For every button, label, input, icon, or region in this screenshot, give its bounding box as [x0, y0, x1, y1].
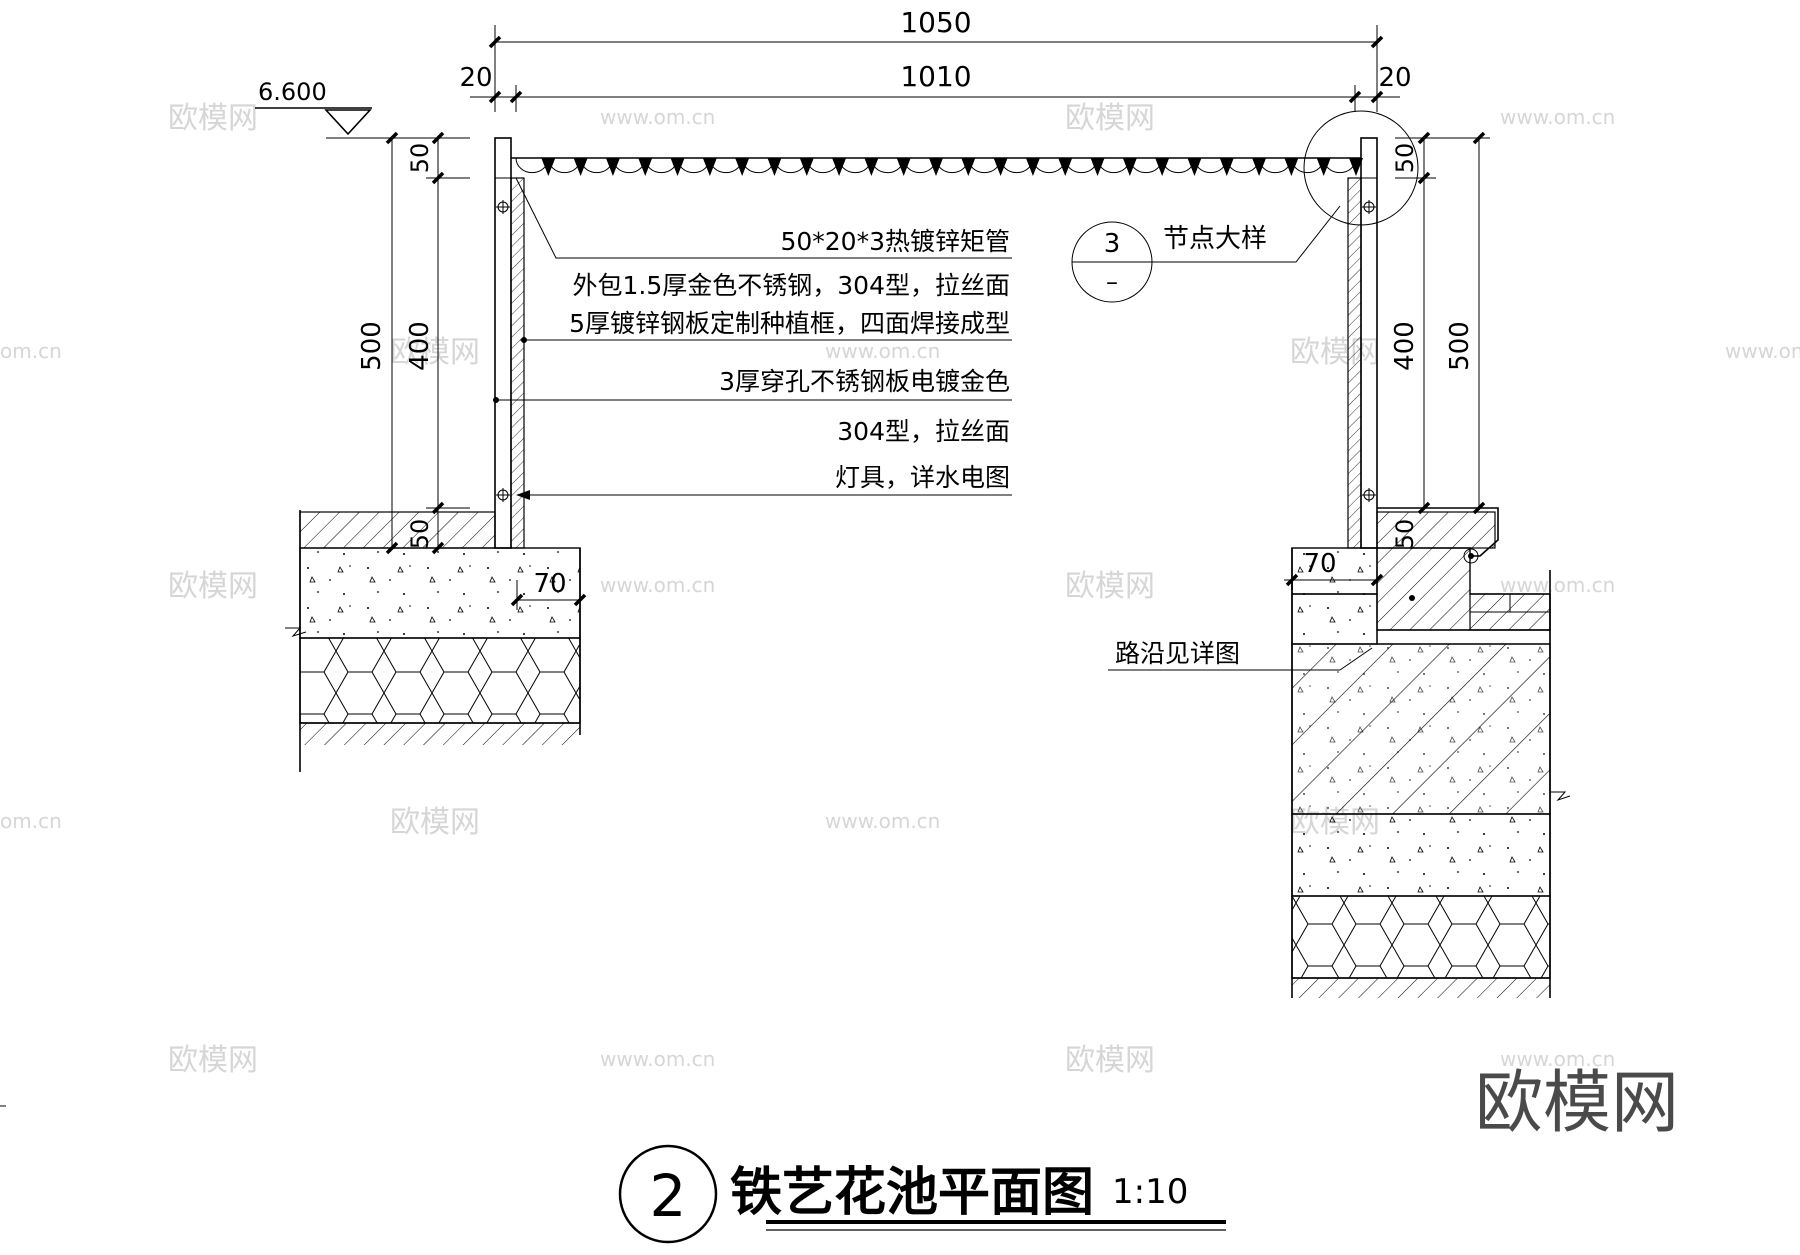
inner-width-dimension: 1010 [900, 60, 971, 93]
top-cap-plate [511, 157, 1363, 176]
watermark-site: www.om.cn [1500, 1047, 1615, 1071]
watermark-site: www.om.cn [600, 1047, 715, 1071]
left-setback-dimension: 70 [533, 569, 566, 599]
note-frame: 5厚镀锌钢板定制种植框，四面焊接成型 [569, 309, 1010, 338]
detail-label: 节点大样 [1163, 224, 1267, 254]
watermark-site: www.om.cn [825, 809, 940, 833]
note-tube: 50*20*3热镀锌矩管 [780, 227, 1010, 256]
overall-width-dimension: 1050 [900, 6, 971, 39]
left-mid-height: 400 [405, 321, 435, 371]
title-name: 铁艺花池平面图 [730, 1163, 1094, 1223]
detail-number: 3 [1104, 229, 1121, 259]
watermark-site: www.om.cn [1725, 339, 1800, 363]
note-curb: 路沿见详图 [1115, 639, 1240, 668]
left-planter-wall [494, 137, 525, 549]
watermark-brand: 欧模网 [390, 805, 480, 840]
drawing-title: 2 铁艺花池平面图 1:10 [618, 1144, 1226, 1244]
watermark-site: www.om.cn [600, 105, 715, 129]
watermark-site: www.om.cn [600, 573, 715, 597]
elevation-value: 6.600 [258, 78, 327, 106]
watermark-site: www.om.cn [1500, 573, 1615, 597]
watermark-brand: 欧模网 [168, 101, 258, 136]
top-dimensions: 1050 1010 20 20 [459, 6, 1412, 112]
watermark-site: om.cn [0, 809, 62, 833]
detail-callout: 3 – 节点大样 [1071, 110, 1419, 303]
watermark-brand: 欧模网 [1065, 1043, 1155, 1078]
right-edge-dimension: 20 [1378, 63, 1411, 93]
title-scale: 1:10 [1112, 1172, 1188, 1212]
watermark-brand: 欧模网 [168, 569, 258, 604]
leader-notes: 50*20*3热镀锌矩管 外包1.5厚金色不锈钢，304型，拉丝面 5厚镀锌钢板… [493, 177, 1373, 671]
watermark-brand: 欧模网 [168, 1043, 258, 1078]
left-ground-section: 70 [285, 510, 587, 772]
watermark-site: www.om.cn [825, 339, 940, 363]
watermark-brand: 欧模网 [1290, 335, 1380, 370]
note-cladding: 外包1.5厚金色不锈钢，304型，拉丝面 [573, 271, 1010, 300]
title-number: 2 [650, 1162, 687, 1230]
right-ground-section: 70 [1284, 507, 1571, 998]
note-perforated: 3厚穿孔不锈钢板电镀金色 [719, 367, 1010, 396]
watermark-brand: 欧模网 [1065, 569, 1155, 604]
right-top-height: 50 [1391, 143, 1419, 174]
watermark-brand: 欧模网 [1065, 101, 1155, 136]
brand-logo-text: 欧模网 [1475, 1064, 1679, 1143]
elevation-marker: 6.600 [255, 78, 470, 139]
note-lighting: 灯具，详水电图 [835, 463, 1010, 492]
detail-sheet: – [1106, 268, 1118, 296]
watermark-site: om.cn [0, 339, 62, 363]
left-top-height: 50 [406, 143, 434, 174]
right-total-height: 500 [1445, 321, 1475, 371]
right-setback-dimension: 70 [1303, 549, 1336, 579]
left-edge-dimension: 20 [459, 63, 492, 93]
note-perforated-grade: 304型，拉丝面 [837, 417, 1010, 446]
right-dimensions: 50 400 500 50 [1390, 131, 1490, 549]
left-total-height: 500 [357, 321, 387, 371]
right-mid-height: 400 [1390, 321, 1420, 371]
watermark-brand: 欧模网 [390, 335, 480, 370]
watermark-site: www.om.cn [1500, 105, 1615, 129]
